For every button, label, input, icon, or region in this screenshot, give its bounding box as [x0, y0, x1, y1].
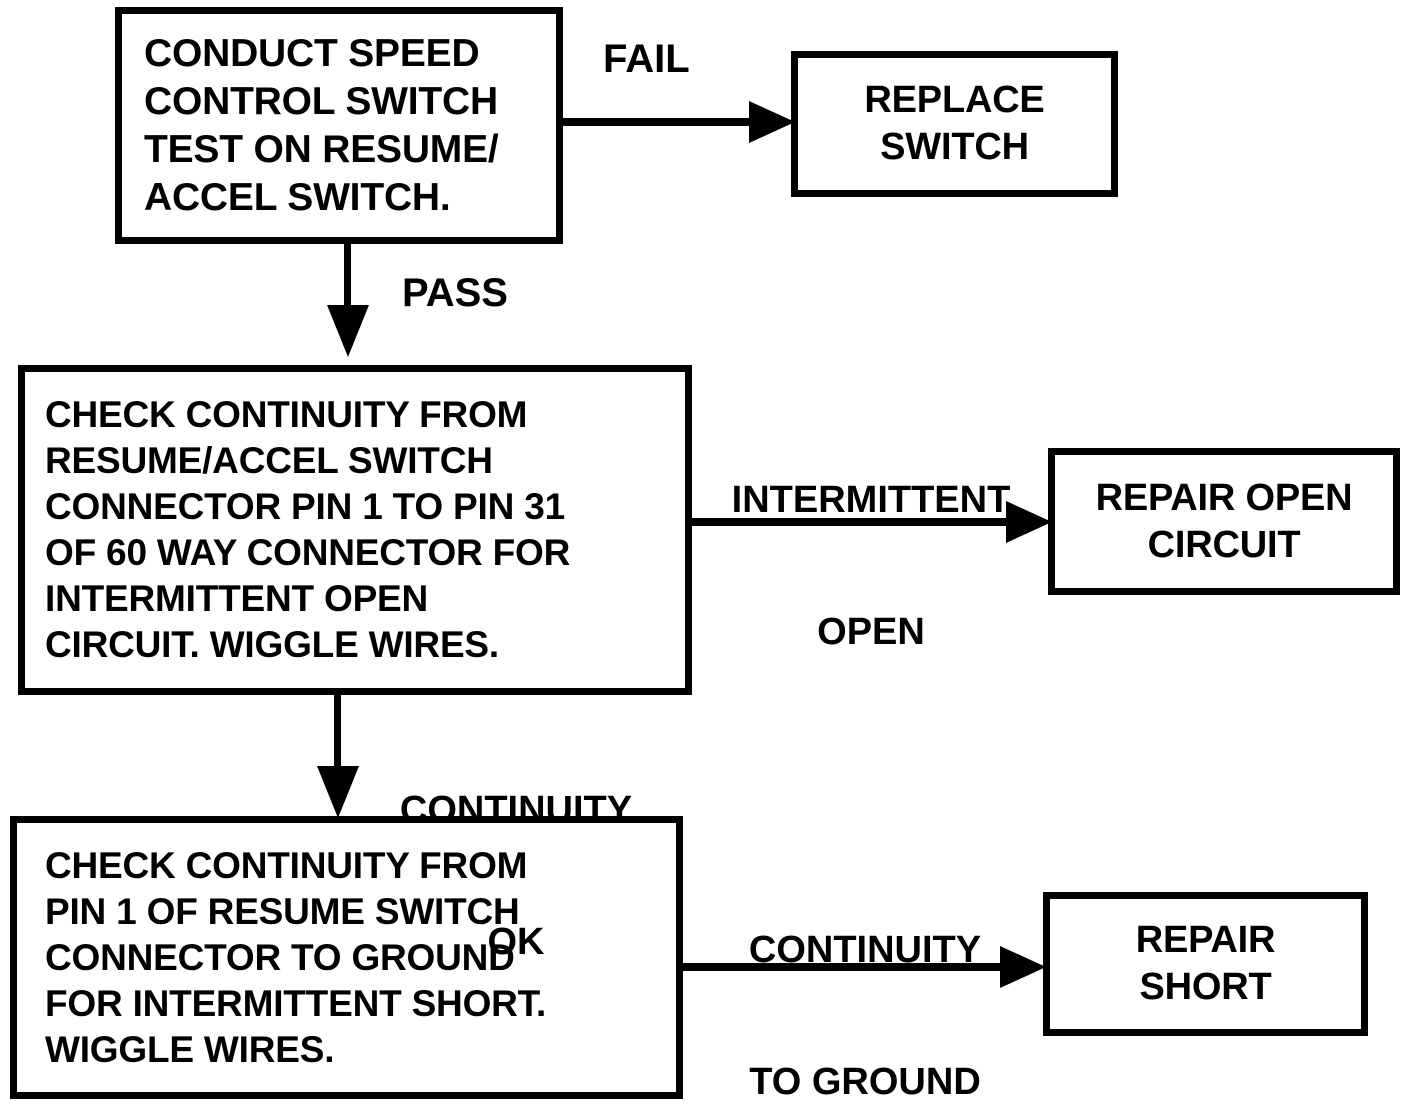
edge-label-line: CONTINUITY	[748, 929, 982, 971]
node-text-line: CONNECTOR PIN 1 TO PIN 31	[45, 486, 565, 527]
node-text-line: CONDUCT SPEED	[144, 31, 480, 75]
node-text-line: SHORT	[1139, 966, 1272, 1008]
edge-pass-arrowhead	[327, 305, 369, 357]
edge-intermittent-open-line	[692, 518, 1020, 526]
node-text-line: CIRCUIT. WIGGLE WIRES.	[45, 624, 499, 665]
node-text-line: CONTROL SWITCH	[144, 79, 498, 123]
edge-continuity-to-ground-arrowhead	[1000, 946, 1046, 988]
node-conduct-speed-control-switch-test[interactable]: CONDUCT SPEED CONTROL SWITCH TEST ON RES…	[115, 7, 563, 244]
node-text-line: SWITCH	[880, 126, 1029, 168]
edge-label-fail: FAIL	[603, 37, 690, 81]
edge-pass-line	[344, 243, 351, 323]
edge-label-line: TO GROUND	[749, 1061, 981, 1103]
node-check-continuity-pin1-to-pin31[interactable]: CHECK CONTINUITY FROM RESUME/ACCEL SWITC…	[18, 365, 692, 695]
edge-continuity-to-ground-line	[683, 963, 1013, 971]
node-text-line: OF 60 WAY CONNECTOR FOR	[45, 532, 571, 573]
node-text-line: CONNECTOR TO GROUND	[45, 936, 515, 978]
node-text-line: CIRCUIT	[1147, 523, 1301, 566]
node-text-line: CHECK CONTINUITY FROM	[45, 394, 528, 435]
edge-label-line: OK	[487, 921, 545, 963]
edge-label-intermittent-open: INTERMITTENT OPEN	[706, 390, 1036, 742]
edge-label-line: INTERMITTENT	[731, 479, 1011, 521]
node-text-line: RESUME/ACCEL SWITCH	[45, 440, 493, 481]
edge-label-continuity-to-ground: CONTINUITY TO GROUND	[700, 840, 1030, 1110]
node-check-continuity-pin1-to-ground[interactable]: CHECK CONTINUITY FROM PIN 1 OF RESUME SW…	[10, 816, 683, 1099]
edge-intermittent-open-arrowhead	[1006, 501, 1052, 543]
node-text-line: REPLACE	[864, 79, 1045, 121]
node-replace-switch[interactable]: REPLACE SWITCH	[791, 51, 1118, 197]
edge-label-continuity-ok: CONTINUITY OK	[380, 700, 652, 1052]
node-text-line: ACCEL SWITCH.	[144, 175, 451, 219]
node-text-line: INTERMITTENT OPEN	[45, 578, 429, 619]
edge-continuity-ok-arrowhead	[317, 766, 359, 818]
node-text-line: PIN 1 OF RESUME SWITCH	[45, 890, 520, 932]
edge-label-pass: PASS	[402, 271, 508, 315]
edge-continuity-ok-line	[334, 694, 341, 784]
node-text-line: REPAIR OPEN	[1095, 476, 1353, 519]
node-text-line: TEST ON RESUME/	[144, 127, 499, 171]
edge-label-line: CONTINUITY	[399, 789, 633, 831]
node-repair-short[interactable]: REPAIR SHORT	[1043, 892, 1368, 1036]
node-text-line: CHECK CONTINUITY FROM	[45, 844, 528, 886]
node-text-line: REPAIR	[1135, 919, 1276, 961]
edge-label-line: OPEN	[817, 611, 925, 653]
edge-fail-arrowhead	[749, 101, 795, 143]
node-text-line: FOR INTERMITTENT SHORT.	[45, 982, 547, 1024]
node-text-line: WIGGLE WIRES.	[45, 1028, 335, 1070]
node-repair-open-circuit[interactable]: REPAIR OPEN CIRCUIT	[1048, 448, 1400, 595]
edge-fail-line	[563, 118, 759, 126]
